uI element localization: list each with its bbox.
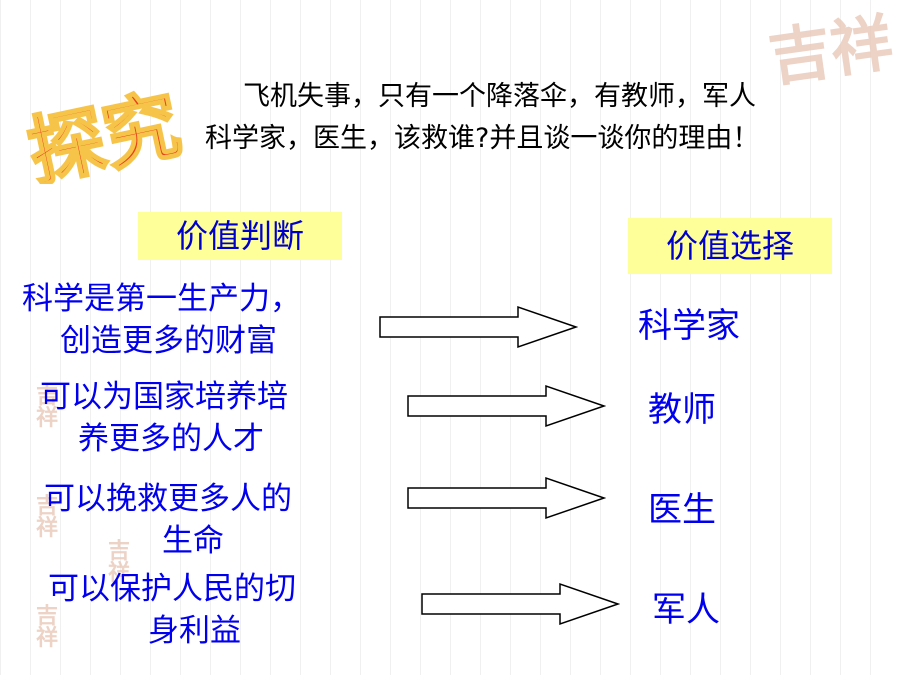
choice-item: 军人 <box>652 590 720 630</box>
header-value-choice: 价值选择 <box>628 218 832 274</box>
arrow-right-icon <box>421 582 620 626</box>
arrow-right-icon <box>407 476 606 520</box>
judgment-item: 可以挽救更多人的 生命 <box>44 481 292 559</box>
choice-item: 科学家 <box>638 306 740 346</box>
choice-item: 教师 <box>648 390 716 430</box>
choice-item: 医生 <box>648 490 716 530</box>
arrow-right-icon <box>379 305 578 349</box>
decorative-seal-mid: 吉祥 <box>108 538 131 586</box>
judgment-item: 科学是第一生产力， 创造更多的财富 <box>22 281 301 359</box>
question-line-1: 飞机失事，只有一个降落伞，有教师，军人 <box>243 81 756 112</box>
question-line-2: 科学家，医生，该救谁?并且谈一谈你的理由！ <box>205 123 760 154</box>
judgment-item: 可以为国家培养培 养更多的人才 <box>40 379 288 457</box>
question-text: 飞机失事，只有一个降落伞，有教师，军人 科学家，医生，该救谁?并且谈一谈你的理由… <box>205 76 895 160</box>
decorative-seal-left-3: 吉祥 <box>36 603 59 651</box>
arrow-right-icon <box>407 384 606 428</box>
header-value-judgment: 价值判断 <box>138 212 342 260</box>
decorative-seal-left-2: 吉祥 <box>36 493 59 541</box>
title-text: 探究 <box>21 79 188 184</box>
decorative-seal-left-1: 吉祥 <box>36 383 59 431</box>
title-wordart: 探究 <box>19 78 189 184</box>
judgment-item: 可以保护人民的切 身利益 <box>48 571 296 649</box>
